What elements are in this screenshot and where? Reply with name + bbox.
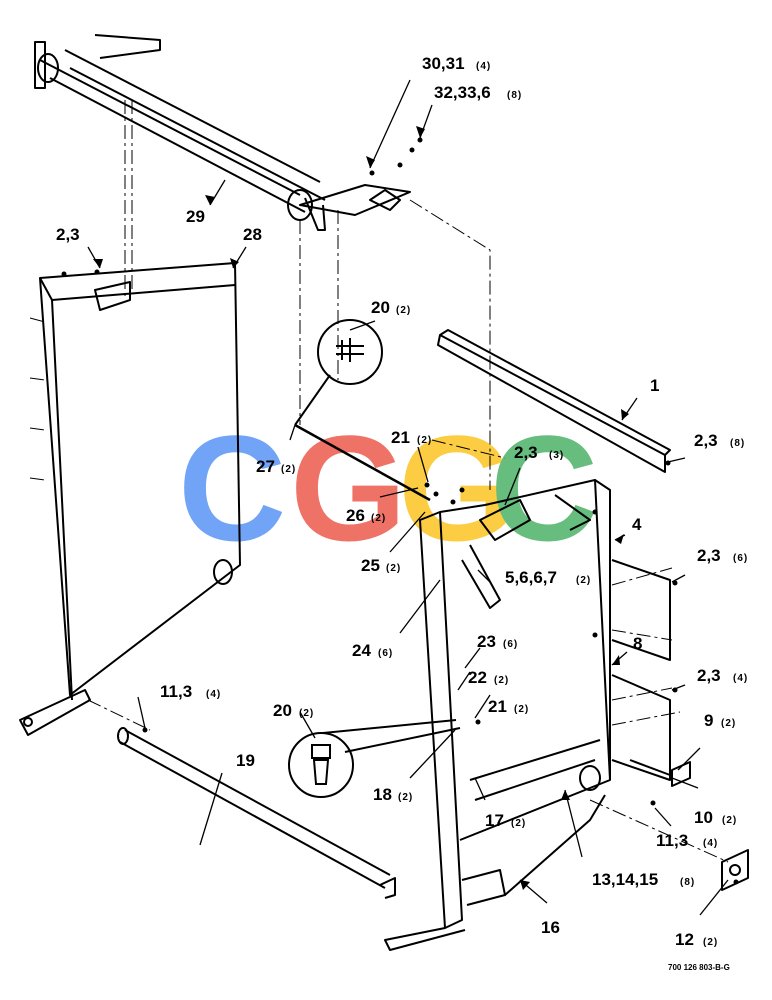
label-30-31: 30,31: [422, 54, 465, 73]
qty-13-14-15: (8): [680, 877, 695, 888]
qty-21-top: (2): [417, 435, 432, 446]
qty-2-3-4: (4): [733, 673, 748, 684]
qty-23: (6): [503, 639, 518, 650]
label-9: 9: [704, 711, 713, 730]
label-1: 1: [650, 376, 659, 395]
left-panel: [19, 262, 241, 736]
label-22: 22: [468, 668, 487, 687]
label-26: 26: [346, 506, 365, 525]
label-29: 29: [186, 207, 205, 226]
label-32-33-6: 32,33,6: [434, 83, 491, 102]
qty-25: (2): [386, 563, 401, 574]
label-20-bottom: 20: [273, 701, 292, 720]
angle-bar: [437, 329, 671, 473]
label-12: 12: [675, 930, 694, 949]
qty-20-top: (2): [396, 305, 411, 316]
detail-callouts: [288, 319, 461, 798]
label-2-3-4: 2,3: [697, 666, 721, 685]
tie-rod: [117, 727, 396, 899]
label-5-6-6-7: 5,6,6,7: [505, 568, 557, 587]
right-frame: [384, 479, 611, 951]
qty-17: (2): [511, 818, 526, 829]
label-2-3-6: 2,3: [697, 546, 721, 565]
label-13-14-15: 13,14,15: [592, 870, 658, 889]
qty-2-3-6: (6): [733, 553, 748, 564]
part-labels: 30,31 (4) 32,33,6 (8) 29 2,3 28 20 (2) 1…: [56, 54, 748, 972]
label-17: 17: [485, 811, 504, 830]
top-roller-assembly: [34, 34, 411, 231]
qty-10: (2): [722, 815, 737, 826]
label-11-3-right: 11,3: [656, 831, 688, 850]
side-shields: [611, 559, 671, 781]
label-27: 27: [256, 457, 275, 476]
watermark: C G G C: [178, 404, 598, 572]
qty-30-31: (4): [476, 61, 491, 72]
detail-circle-top: [317, 319, 383, 385]
label-28: 28: [243, 225, 262, 244]
watermark-letter-2: G: [290, 404, 407, 572]
label-16: 16: [541, 918, 560, 937]
label-18: 18: [373, 785, 392, 804]
qty-20-bottom: (2): [299, 708, 314, 719]
qty-2-3-3: (3): [549, 450, 564, 461]
line-art: [19, 34, 749, 951]
detail-circle-bottom: [288, 732, 354, 798]
label-2-3-3: 2,3: [514, 443, 538, 462]
label-19: 19: [236, 751, 255, 770]
qty-11-3-left: (4): [206, 689, 221, 700]
qty-21-mid: (2): [514, 704, 529, 715]
qty-12: (2): [703, 937, 718, 948]
qty-5-6-6-7: (2): [576, 575, 591, 586]
label-25: 25: [361, 556, 380, 575]
label-20-top: 20: [371, 298, 390, 317]
qty-11-3-right: (4): [703, 838, 718, 849]
fasteners: [61, 137, 739, 885]
label-2-3-8: 2,3: [694, 431, 718, 450]
drawing-reference-number: 700 126 803-B-G: [668, 963, 730, 972]
label-23: 23: [477, 632, 496, 651]
qty-2-3-8: (8): [730, 438, 745, 449]
arrowheads: [93, 126, 629, 890]
watermark-letter-1: C: [178, 404, 286, 572]
label-21-top: 21: [391, 428, 410, 447]
label-10: 10: [694, 808, 713, 827]
label-2-3-topleft: 2,3: [56, 225, 80, 244]
qty-27: (2): [281, 464, 296, 475]
qty-32-33-6: (8): [507, 90, 522, 101]
label-21-mid: 21: [488, 697, 507, 716]
label-24: 24: [352, 641, 371, 660]
cable: [294, 423, 431, 502]
qty-9: (2): [721, 718, 736, 729]
qty-26: (2): [371, 513, 386, 524]
label-11-3-left: 11,3: [160, 682, 192, 701]
label-4: 4: [632, 515, 642, 534]
qty-24: (6): [378, 648, 393, 659]
label-8: 8: [633, 634, 642, 653]
qty-22: (2): [494, 675, 509, 686]
assembly-lines: [29, 100, 729, 863]
qty-18: (2): [398, 792, 413, 803]
watermark-letter-4: C: [490, 404, 598, 572]
